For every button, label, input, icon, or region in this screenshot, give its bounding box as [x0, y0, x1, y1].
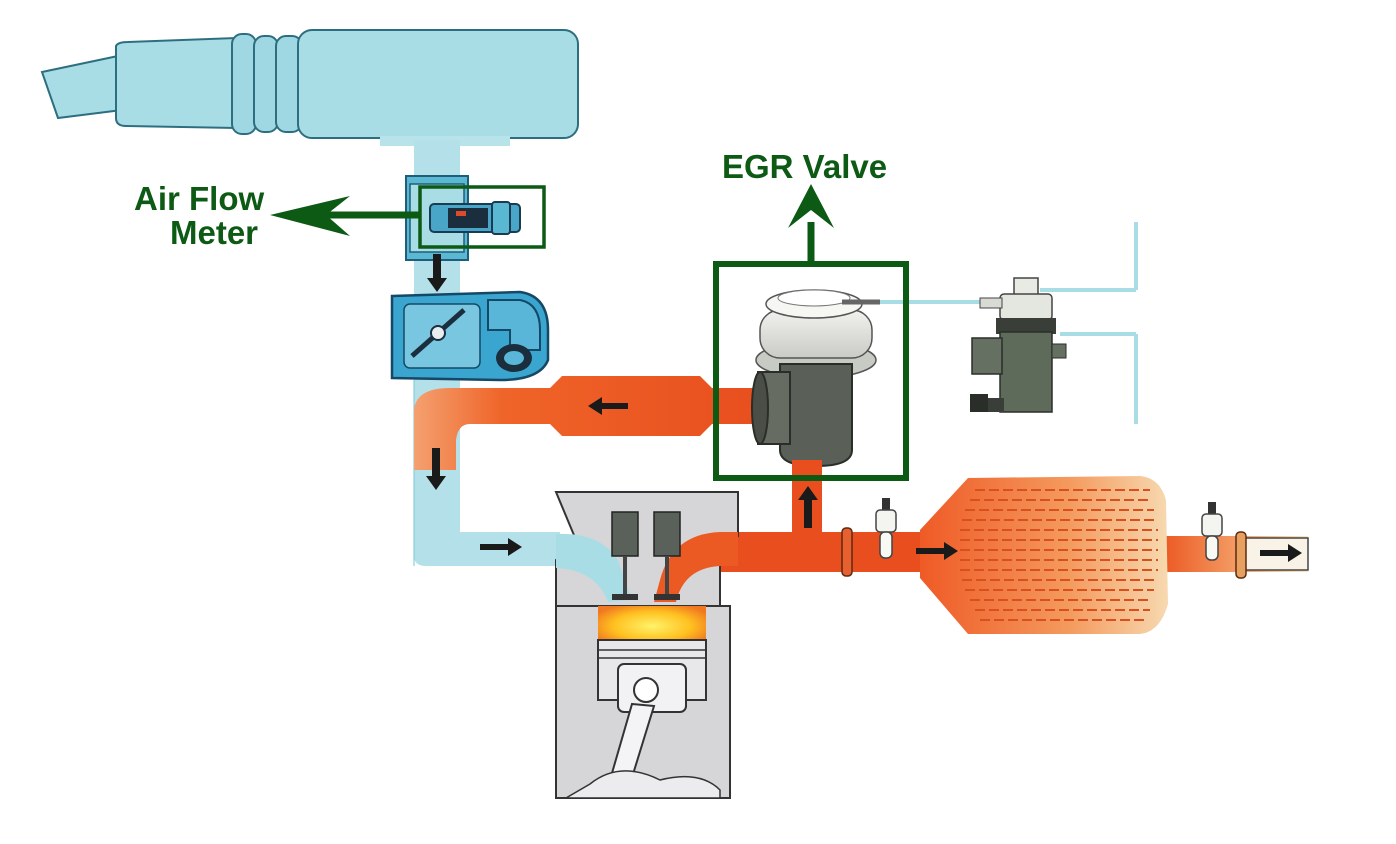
egr-valve-label: EGR Valve: [722, 148, 888, 185]
air-flow-meter-label-line2: Meter: [170, 214, 259, 251]
egr-return-pipe: [414, 376, 770, 470]
throttle-body-icon: [390, 290, 550, 382]
egr-valve-icon: [751, 289, 880, 468]
engine-cylinder-icon: [554, 491, 739, 799]
catalytic-converter-icon: [920, 476, 1168, 634]
air-flow-meter-label-line1: Air Flow: [134, 180, 265, 217]
oxygen-sensor-icon: [875, 498, 1223, 561]
egr-vacuum-line: [880, 222, 1138, 424]
egr-valve-callout: [713, 184, 909, 481]
vacuum-solenoid-icon: [970, 277, 1067, 413]
air-cleaner-icon: [40, 29, 579, 146]
air-flow-meter-callout: [270, 185, 546, 249]
flow-arrow-icon: [426, 254, 1302, 562]
